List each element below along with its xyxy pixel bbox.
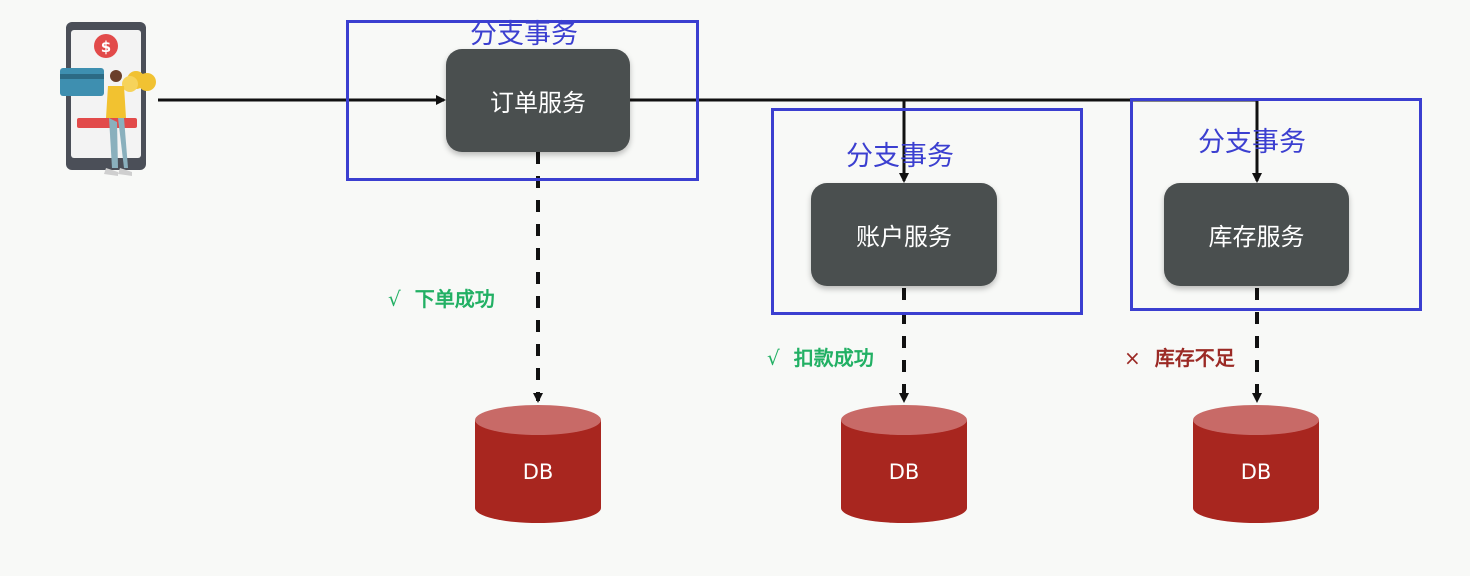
inventory-database-label: DB [1240, 460, 1272, 484]
success-check-icon: √ [388, 287, 401, 311]
mobile-payment-user-icon: $ [60, 22, 156, 176]
order-branch-label: 分支事务 [470, 19, 578, 50]
inventory-branch-label: 分支事务 [1198, 127, 1306, 158]
account-service-node[interactable]: 账户服务 [811, 183, 997, 286]
account-database-icon [841, 405, 967, 523]
success-check-icon: √ [767, 346, 780, 370]
failure-cross-icon: × [1124, 346, 1141, 370]
order-database-label: DB [522, 460, 554, 484]
inventory-service-node[interactable]: 库存服务 [1164, 183, 1349, 286]
account-database-label: DB [888, 460, 920, 484]
inventory-status-text: 库存不足 [1154, 346, 1235, 370]
order-database-icon [475, 405, 601, 523]
order-branch-frame [346, 20, 699, 181]
order-status-text: 下单成功 [414, 287, 495, 311]
order-service-node[interactable]: 订单服务 [446, 49, 630, 152]
inventory-branch-frame [1130, 98, 1422, 311]
account-branch-frame [771, 108, 1083, 315]
order-status-label: √ 下单成功 [388, 283, 495, 312]
account-status-text: 扣款成功 [793, 346, 874, 370]
inventory-database-icon [1193, 405, 1319, 523]
account-branch-label: 分支事务 [846, 141, 954, 172]
account-status-label: √ 扣款成功 [767, 342, 874, 371]
svg-text:$: $ [101, 38, 111, 56]
inventory-status-label: × 库存不足 [1124, 342, 1235, 371]
